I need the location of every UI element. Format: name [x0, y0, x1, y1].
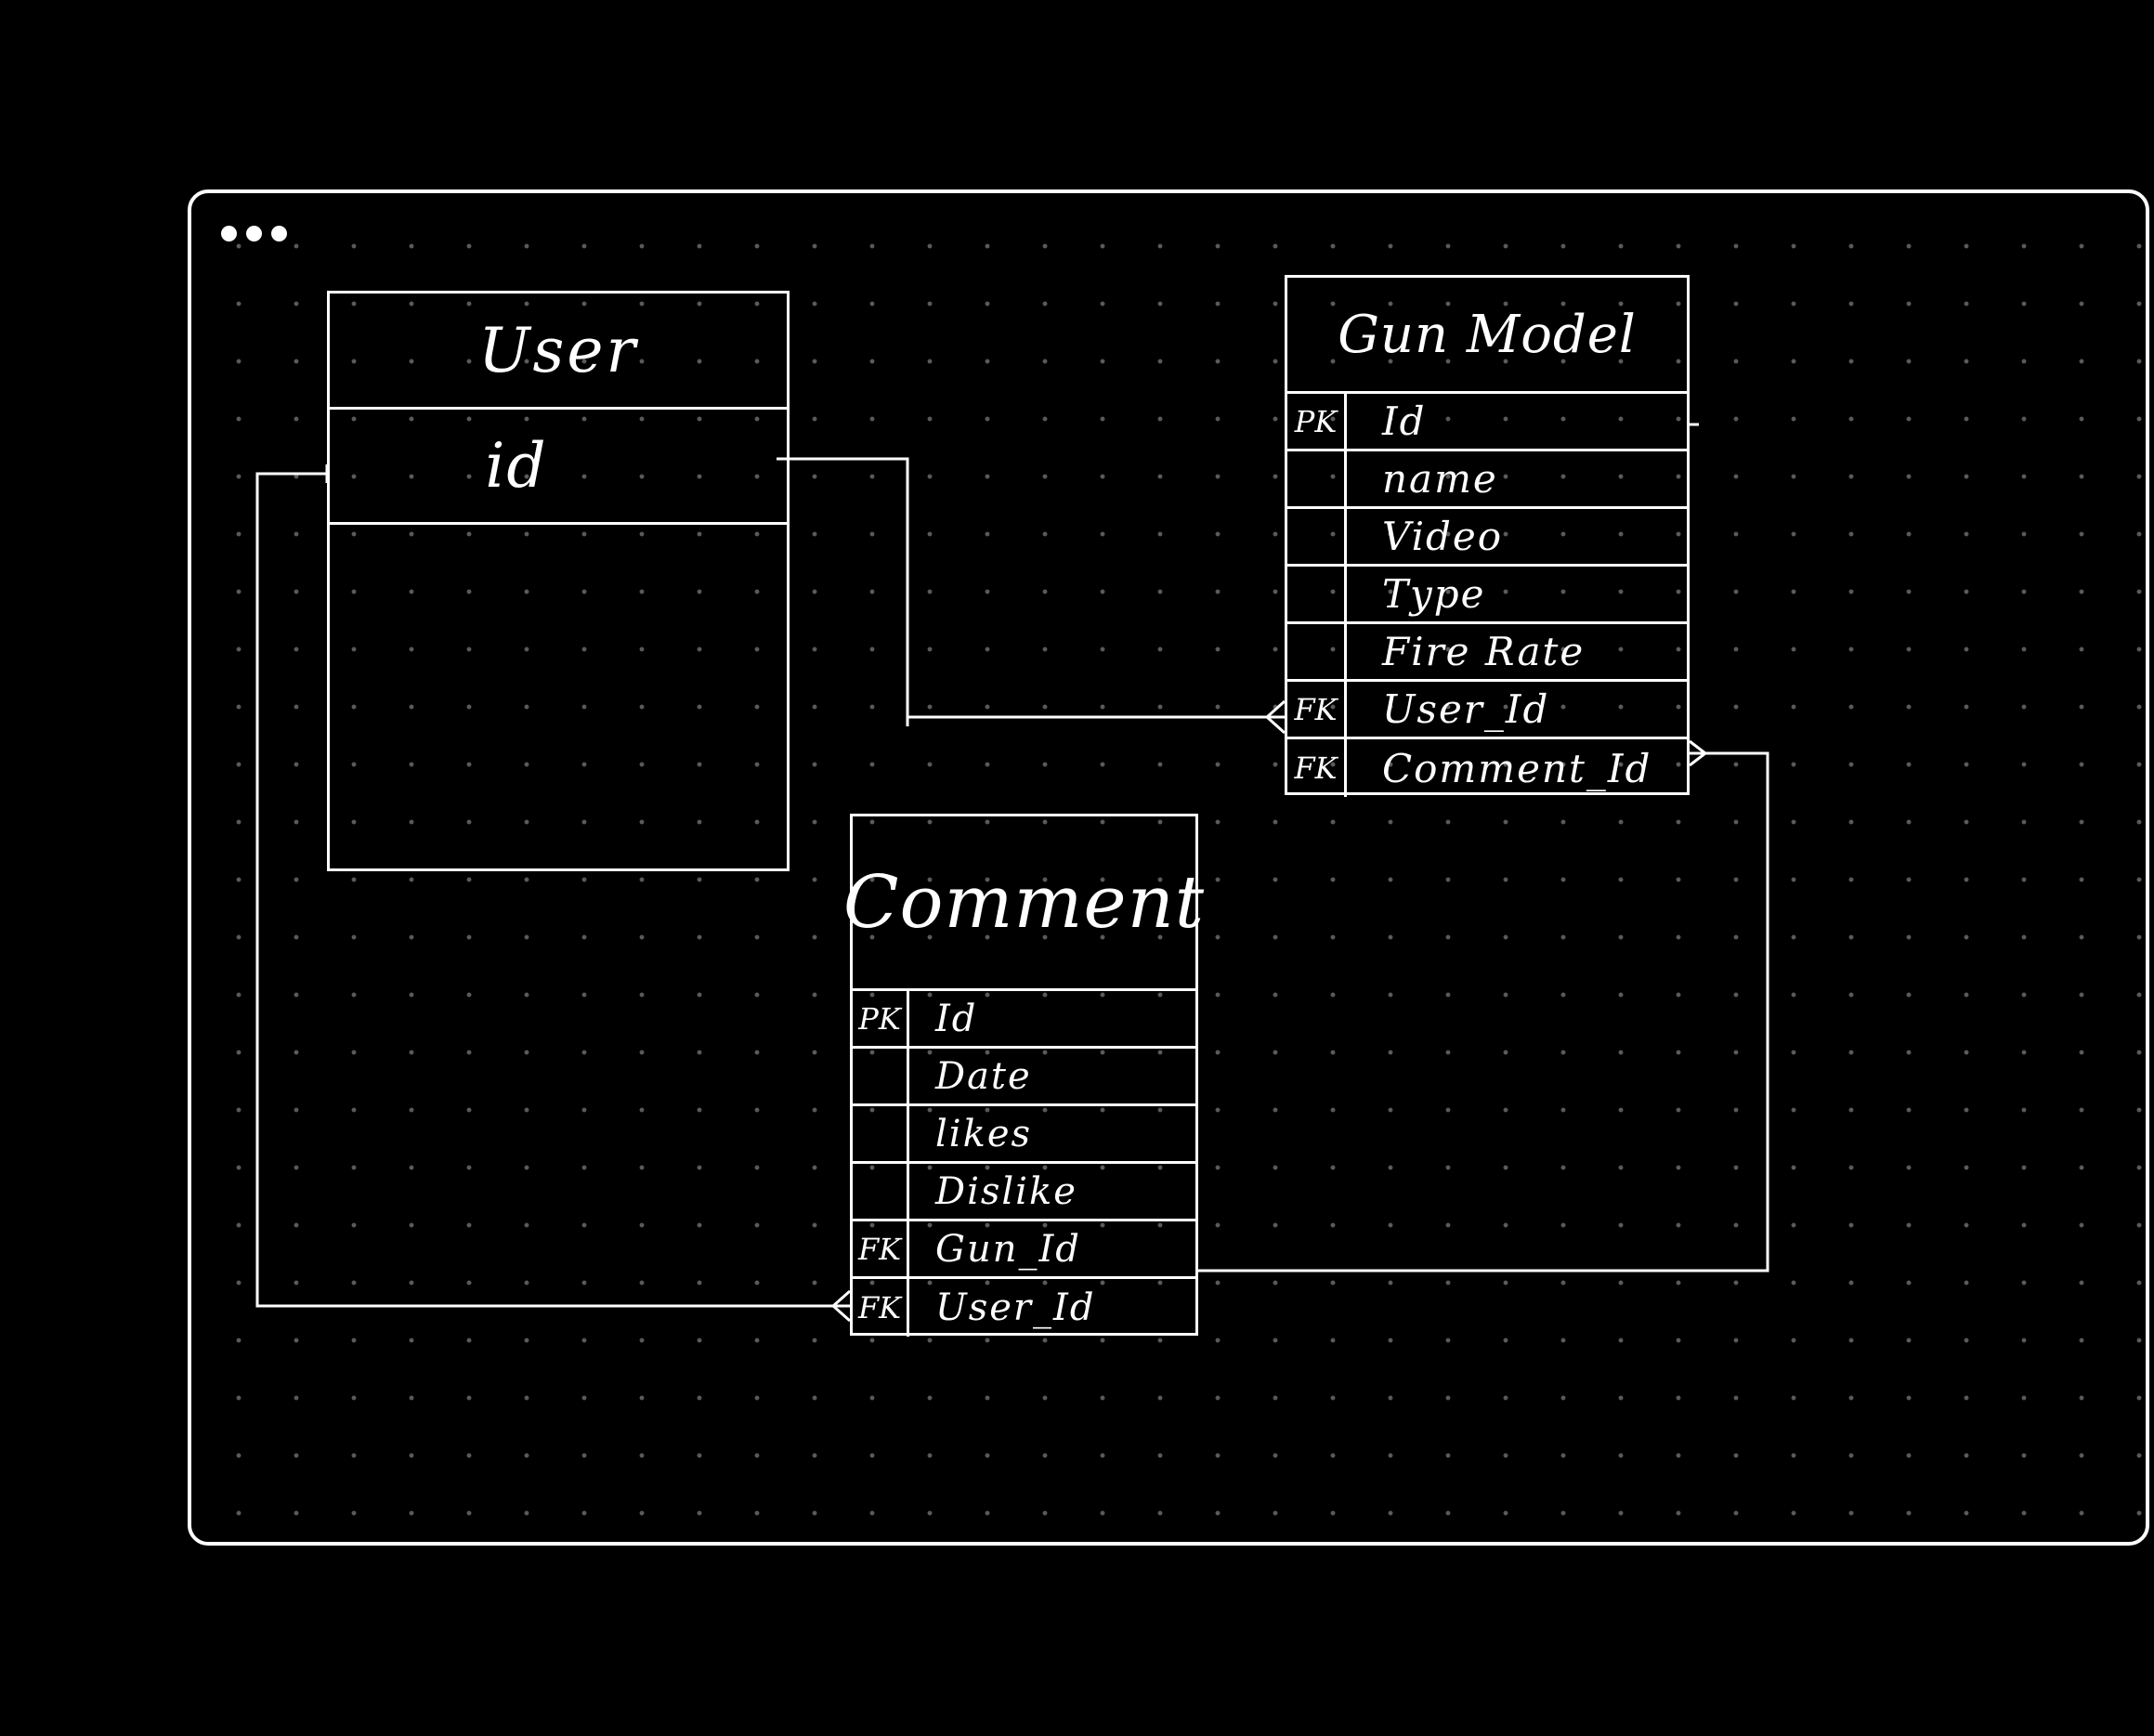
key-badge — [1287, 567, 1347, 621]
key-badge: FK — [1287, 739, 1347, 797]
table-row: PK Id — [853, 991, 1195, 1049]
window-frame — [188, 189, 2149, 1546]
field-name: Fire Rate — [1382, 629, 1586, 674]
field-name: Id — [935, 997, 978, 1040]
field-name: Date — [935, 1054, 1032, 1098]
key-badge — [1287, 509, 1347, 564]
field-name: Type — [1382, 571, 1486, 617]
entity-title: Gun Model — [1287, 278, 1687, 394]
field-name: User_Id — [1382, 686, 1550, 732]
key-badge: FK — [1287, 682, 1347, 737]
entity-title: Comment — [843, 816, 1204, 991]
key-badge — [853, 1164, 909, 1219]
key-badge — [853, 1106, 909, 1161]
table-row: Dislike — [853, 1164, 1195, 1221]
field-name: User_Id — [935, 1286, 1096, 1329]
key-badge: PK — [1287, 394, 1347, 449]
field-name: Gun_Id — [935, 1227, 1081, 1271]
table-row: FK User_Id — [853, 1279, 1195, 1337]
table-row — [330, 525, 787, 640]
key-badge — [1287, 451, 1347, 506]
field-name: Dislike — [935, 1169, 1077, 1213]
table-row: FK User_Id — [1287, 682, 1687, 739]
table-row: likes — [853, 1106, 1195, 1164]
entity-title: User — [330, 294, 787, 410]
key-badge: FK — [853, 1221, 909, 1276]
field-name: id — [485, 430, 548, 502]
field-name: Id — [1382, 398, 1427, 444]
table-row: Fire Rate — [1287, 624, 1687, 682]
entity-table-gun-model[interactable]: Gun Model PK Id name Video Type Fire Rat… — [1285, 275, 1690, 797]
field-name: likes — [935, 1112, 1033, 1155]
table-row: name — [1287, 451, 1687, 509]
field-name: name — [1382, 456, 1498, 502]
window-controls — [221, 226, 287, 241]
table-row: FK Gun_Id — [853, 1221, 1195, 1279]
key-badge — [1287, 624, 1347, 679]
field-name: Video — [1382, 514, 1504, 559]
table-row: FK Comment_Id — [1287, 739, 1687, 797]
entity-table-user[interactable]: User id — [327, 291, 790, 871]
table-row: id — [330, 410, 787, 525]
table-row: Date — [853, 1049, 1195, 1106]
key-badge: FK — [853, 1279, 909, 1337]
window-control-dot-icon[interactable] — [271, 226, 287, 241]
field-name: Comment_Id — [1382, 745, 1652, 791]
entity-table-comment[interactable]: Comment PK Id Date likes Dislike FK Gun_… — [843, 814, 1204, 1337]
table-row: PK Id — [1287, 394, 1687, 451]
key-badge — [853, 1049, 909, 1103]
table-row: Type — [1287, 567, 1687, 624]
window-control-dot-icon[interactable] — [221, 226, 237, 241]
key-badge: PK — [853, 991, 909, 1046]
window-control-dot-icon[interactable] — [246, 226, 262, 241]
field-name — [330, 525, 787, 640]
table-row: Video — [1287, 509, 1687, 567]
